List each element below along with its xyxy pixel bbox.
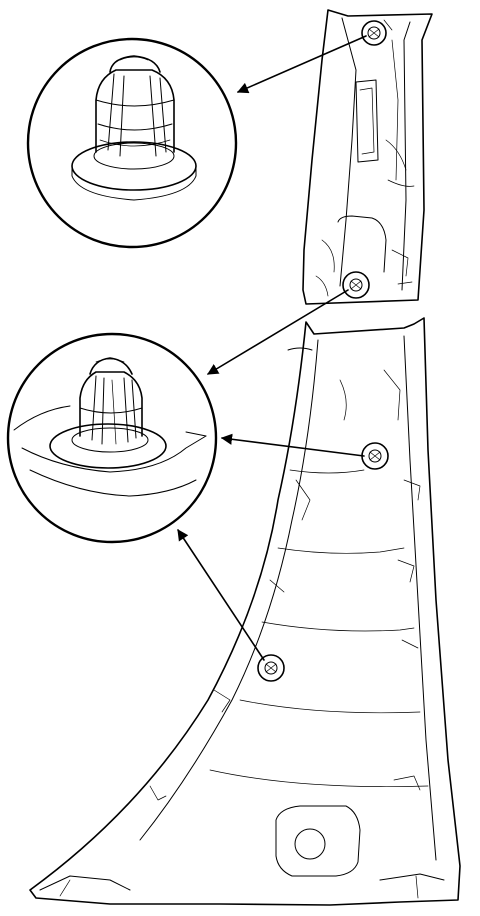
clip-2	[342, 271, 370, 299]
leader-clip-1	[236, 35, 367, 94]
leader-clip-4	[177, 529, 265, 661]
leader-arrows	[177, 35, 367, 661]
detail-b-callout	[6, 332, 218, 544]
clip-1	[361, 20, 387, 46]
clip-3	[361, 442, 389, 470]
leader-clip-2	[207, 289, 349, 375]
clip-4	[257, 654, 285, 682]
detail-a-callout	[26, 37, 238, 249]
upper-pillar-trim	[302, 9, 433, 305]
lower-pillar-trim	[29, 317, 461, 906]
leader-clip-3	[220, 433, 365, 457]
